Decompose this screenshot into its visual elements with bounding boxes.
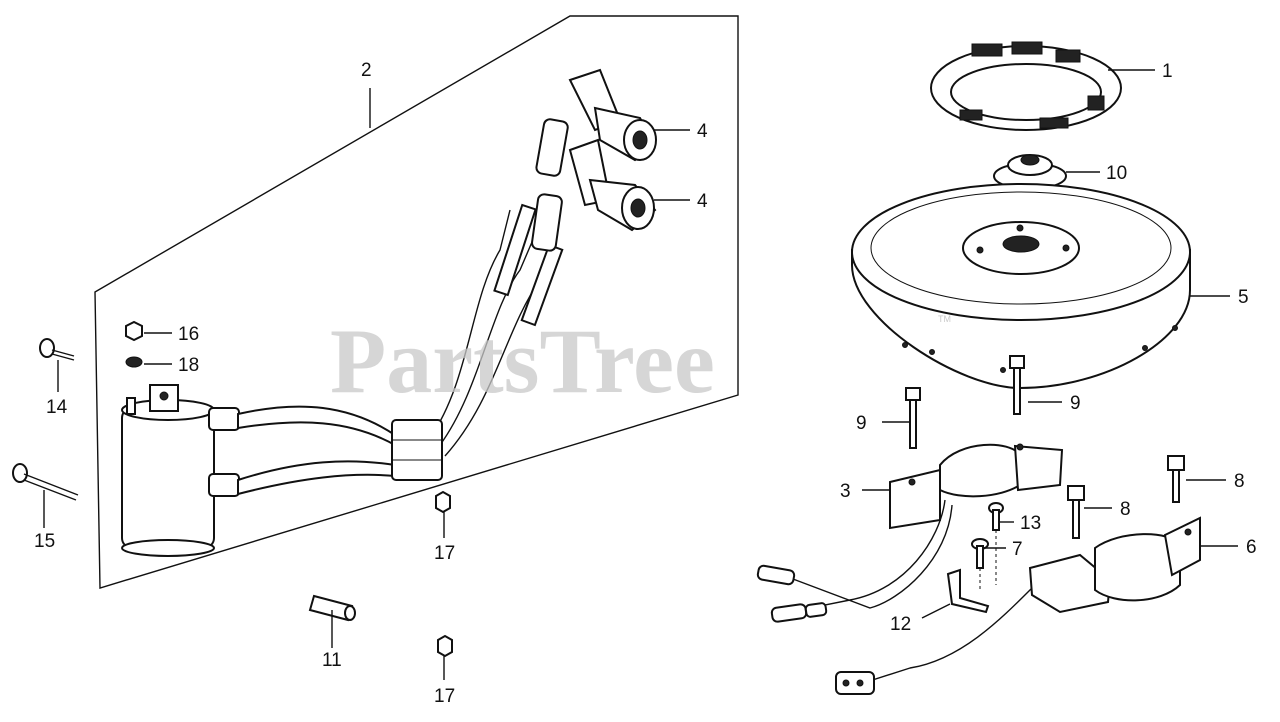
callout-9-left: 9: [856, 413, 867, 434]
screw-7[interactable]: [971, 538, 989, 569]
spark-plug-cap-lower[interactable]: [530, 138, 657, 252]
pulser-coil[interactable]: [859, 516, 1201, 685]
nut-17-lower[interactable]: [437, 634, 453, 658]
bolt-14[interactable]: [39, 338, 75, 361]
callout-4-upper: 4: [697, 121, 708, 142]
clamp-12[interactable]: [946, 530, 997, 614]
watermark: PartsTree: [330, 310, 715, 412]
callout-10: 10: [1106, 163, 1127, 184]
callout-5: 5: [1238, 287, 1249, 308]
callout-8-upper: 8: [1234, 471, 1245, 492]
bolt-15[interactable]: [12, 463, 79, 501]
bolt-9-right[interactable]: [1009, 355, 1025, 415]
callout-18: 18: [178, 355, 199, 376]
nut-16[interactable]: [125, 320, 143, 342]
lead-clamp[interactable]: [391, 419, 443, 481]
flywheel-nut[interactable]: [993, 154, 1067, 190]
charge-coil[interactable]: [784, 443, 1064, 613]
watermark-trademark: TM: [938, 314, 951, 324]
callout-17-upper: 17: [434, 543, 455, 564]
coil-assembly-frame: [94, 15, 739, 589]
nut-17-upper[interactable]: [435, 490, 451, 514]
callout-6: 6: [1246, 537, 1257, 558]
leader-lines: [43, 69, 1238, 680]
callout-8-lower: 8: [1120, 499, 1131, 520]
charge-coil-connectors: [756, 564, 828, 623]
callout-17-lower: 17: [434, 686, 455, 707]
callout-16: 16: [178, 324, 199, 345]
callout-12: 12: [890, 614, 911, 635]
callout-7: 7: [1012, 539, 1023, 560]
screw-13[interactable]: [988, 502, 1004, 531]
bolt-9-left[interactable]: [905, 387, 921, 449]
callout-2: 2: [361, 60, 372, 81]
callout-15: 15: [34, 531, 55, 552]
flywheel[interactable]: [851, 183, 1191, 390]
pulser-coil-connector: [835, 671, 875, 695]
ignition-coil[interactable]: [121, 384, 240, 557]
callout-9-right: 9: [1070, 393, 1081, 414]
pin-11[interactable]: [308, 594, 356, 622]
callout-3: 3: [840, 481, 851, 502]
callout-13: 13: [1020, 513, 1041, 534]
bolt-8-lower[interactable]: [1067, 485, 1085, 539]
starter-ring[interactable]: [930, 41, 1122, 131]
callout-4-lower: 4: [697, 191, 708, 212]
callout-14: 14: [46, 397, 68, 418]
ignition-leads: [237, 203, 564, 496]
washer-18[interactable]: [125, 356, 143, 368]
callout-1: 1: [1162, 61, 1173, 82]
bolt-8-upper[interactable]: [1167, 455, 1185, 503]
callout-11: 11: [322, 650, 342, 671]
spark-plug-cap-upper[interactable]: [535, 68, 657, 177]
